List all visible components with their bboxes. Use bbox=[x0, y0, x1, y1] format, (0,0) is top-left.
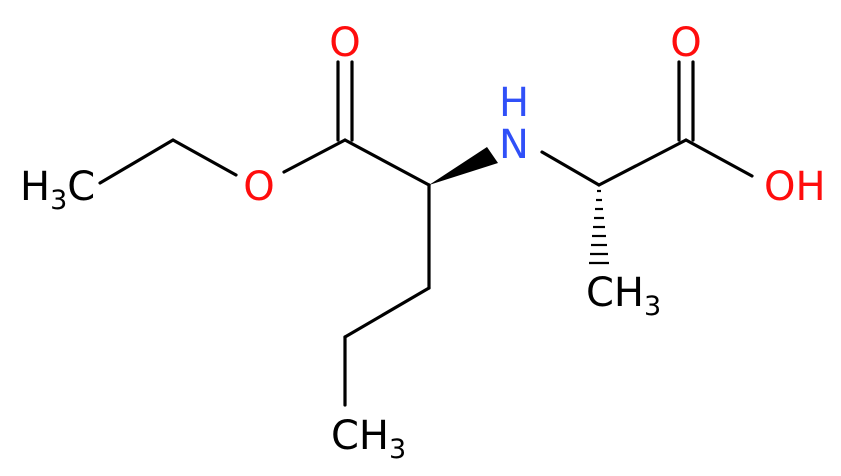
alanine-ch3-subscript: 3 bbox=[644, 291, 661, 322]
ethyl-ch3-h: H bbox=[20, 164, 50, 210]
ethyl-ch3-label: H3C bbox=[20, 164, 95, 216]
propyl-ch3-label: CH3 bbox=[331, 413, 406, 465]
propyl-ch3-main: CH bbox=[331, 413, 389, 459]
amine-hydrogen-label: H bbox=[499, 80, 529, 126]
bond-ch3-ch2 bbox=[98, 138, 175, 185]
hashed-bond-alanine-alpha-c-ch3 bbox=[589, 189, 609, 265]
bond-o-carbonyl-c bbox=[282, 138, 347, 174]
wedge-bond-alpha-c-n bbox=[429, 147, 498, 185]
amine-nitrogen-label: N bbox=[499, 122, 529, 168]
bond-ch2-o bbox=[171, 138, 238, 177]
bond-n-alanine-alpha-c bbox=[540, 150, 601, 187]
alanine-ch3-main: CH bbox=[586, 270, 644, 316]
carboxyl-carbonyl-oxygen-label: O bbox=[670, 20, 701, 66]
propyl-ch3-subscript: 3 bbox=[389, 434, 406, 465]
ester-carbonyl-oxygen-label: O bbox=[329, 20, 360, 66]
ethyl-ch3-subscript: 3 bbox=[50, 185, 67, 216]
bond-alanine-alpha-c-carboxyl-c bbox=[597, 138, 688, 187]
bond-propyl-c1-c2 bbox=[343, 286, 431, 339]
alanine-ch3-label: CH3 bbox=[586, 270, 661, 322]
ester-oxygen-label: O bbox=[243, 164, 274, 210]
carboxyl-hydroxyl-label: OH bbox=[764, 164, 826, 210]
ethyl-ch3-c: C bbox=[67, 164, 95, 210]
bond-carbonyl-c-alpha-c bbox=[343, 138, 431, 187]
bond-carboxyl-c-oh bbox=[684, 138, 754, 178]
